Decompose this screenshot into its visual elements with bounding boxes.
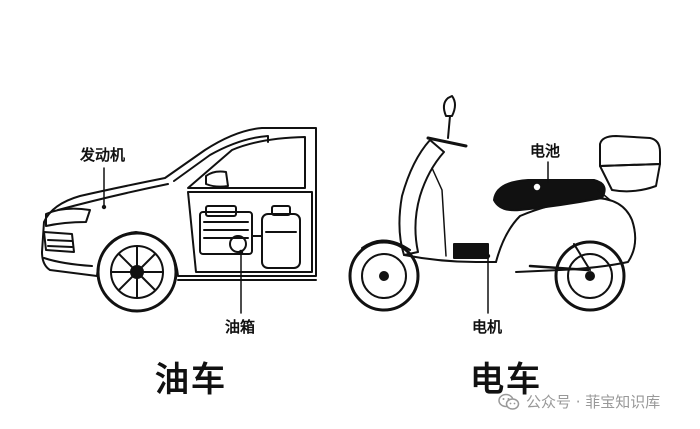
rear-shock	[573, 243, 591, 271]
front-fender	[361, 239, 411, 251]
watermark-text: 公众号 · 菲宝知识库	[526, 393, 661, 411]
seat	[493, 179, 606, 212]
fuel-tank-graphic	[261, 205, 301, 269]
scooter-front-rim	[361, 253, 407, 299]
car-illustration	[41, 127, 317, 314]
bumper-line	[43, 257, 93, 267]
car-front-wheel	[96, 231, 178, 313]
top-box	[599, 135, 661, 167]
scooter-mirror	[442, 95, 456, 117]
wechat-icon	[498, 393, 520, 410]
battery-label: 电池	[530, 142, 561, 160]
engine-graphic	[199, 205, 263, 255]
scooter-front-wheel	[348, 240, 420, 312]
car-spokes	[110, 245, 164, 299]
watermark: 公众号 · 菲宝知识库	[498, 391, 660, 412]
fuel-tank-label: 油箱	[225, 318, 256, 336]
door-cutout	[187, 191, 313, 273]
motor-label: 电机	[472, 318, 503, 336]
front-fairing	[398, 139, 445, 256]
battery-pointer-dot	[533, 183, 541, 191]
car-title: 油车	[155, 360, 227, 400]
battery-graphic	[453, 243, 489, 259]
side-mirror	[205, 170, 229, 188]
scooter-rear-rim	[567, 253, 613, 299]
engine-label: 发动机	[80, 146, 126, 164]
side-window	[187, 136, 306, 189]
frame-tube	[431, 167, 447, 257]
scooter-illustration	[348, 95, 661, 314]
rear-body	[495, 196, 637, 273]
grille	[43, 231, 75, 253]
scooter-rear-wheel	[554, 240, 626, 312]
windshield	[173, 135, 269, 182]
swingarm	[528, 264, 590, 272]
handlebar	[426, 136, 468, 148]
headlight	[45, 207, 91, 227]
hood-line	[57, 183, 169, 211]
